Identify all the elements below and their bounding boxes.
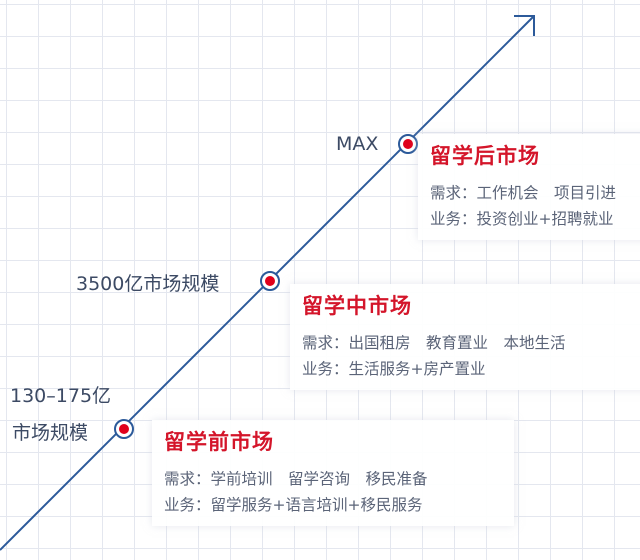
stage-post-title: 留学后市场 bbox=[430, 144, 540, 168]
mid-market-label: 3500亿市场规模 bbox=[76, 273, 220, 295]
stage-pre-demand: 需求：学前培训 留学咨询 移民准备 bbox=[164, 470, 428, 488]
stage-during-demand: 需求：出国租房 教育置业 本地生活 bbox=[302, 334, 566, 352]
arrow-head-icon bbox=[514, 15, 535, 36]
stage-dot-during bbox=[260, 271, 280, 291]
stage-during-business: 业务：生活服务+房产置业 bbox=[302, 360, 486, 378]
stage-dot-post bbox=[398, 134, 418, 154]
low-market-label-2: 市场规模 bbox=[12, 422, 89, 444]
stage-pre-title: 留学前市场 bbox=[164, 430, 274, 454]
stage-post-business: 业务：投资创业+招聘就业 bbox=[430, 210, 614, 228]
stage-during-title: 留学中市场 bbox=[302, 294, 412, 318]
stage-pre-business: 业务：留学服务+语言培训+移民服务 bbox=[164, 496, 423, 514]
low-market-label-1: 130–175亿 bbox=[10, 385, 112, 407]
stage-post-demand: 需求：工作机会 项目引进 bbox=[430, 184, 617, 202]
stage-dot-pre bbox=[114, 419, 134, 439]
stage-during-box: 留学中市场 需求：出国租房 教育置业 本地生活 业务：生活服务+房产置业 bbox=[290, 284, 640, 390]
max-label: MAX bbox=[336, 133, 379, 155]
stage-pre-box: 留学前市场 需求：学前培训 留学咨询 移民准备 业务：留学服务+语言培训+移民服… bbox=[152, 420, 514, 526]
stage-post-box: 留学后市场 需求：工作机会 项目引进 业务：投资创业+招聘就业 bbox=[418, 134, 640, 240]
